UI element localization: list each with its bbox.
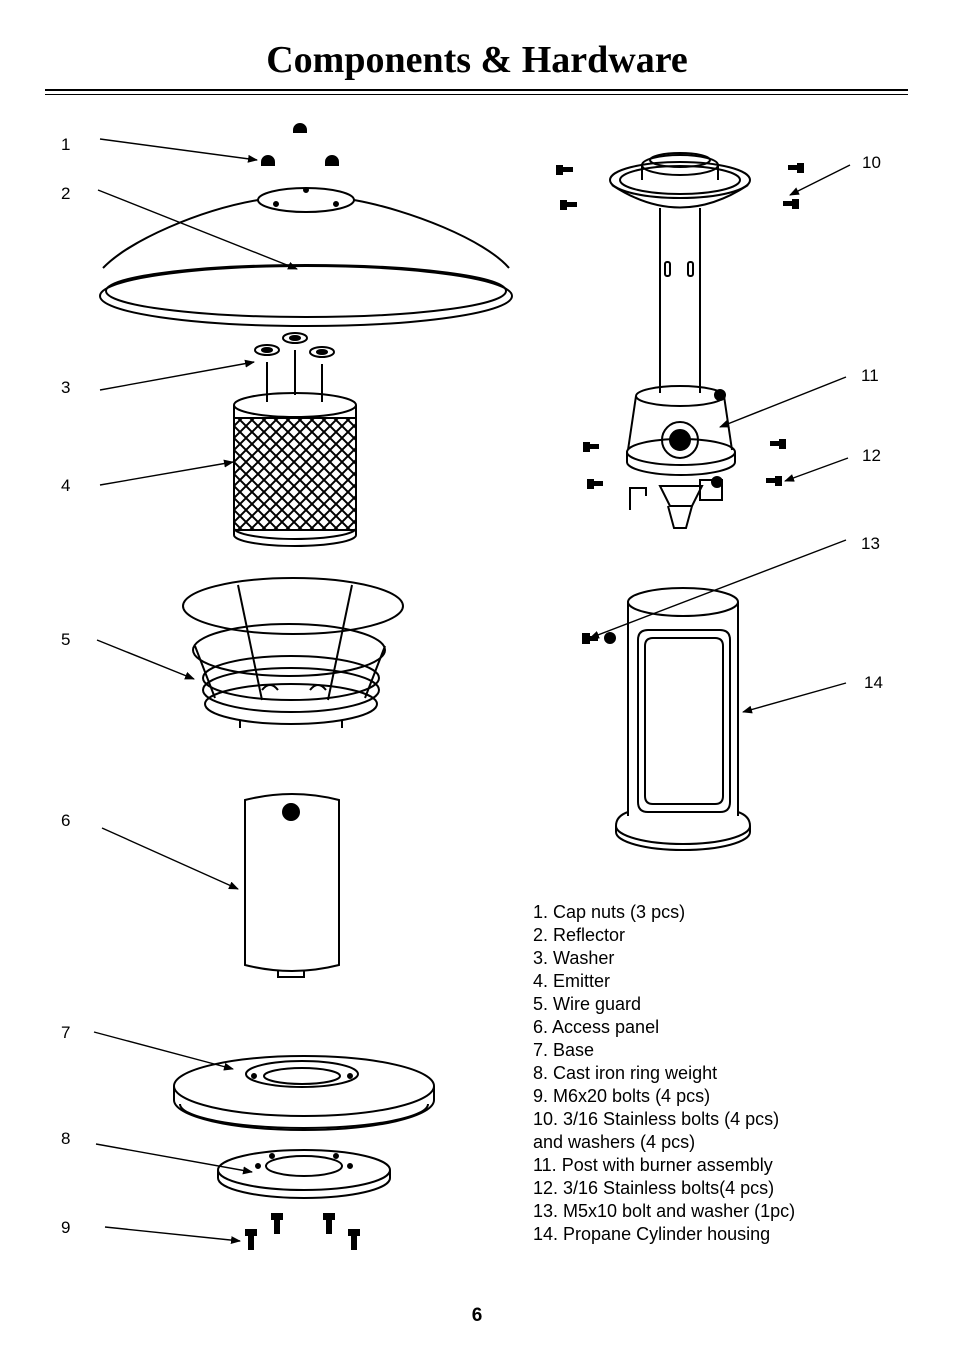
page-number: 6 — [471, 1305, 483, 1326]
legend-item: and washers (4 pcs) — [533, 1132, 696, 1152]
callout-1: 1 — [61, 135, 71, 154]
arrow-6 — [101, 827, 239, 890]
callout-9: 9 — [61, 1218, 71, 1237]
arrow-8 — [95, 1143, 253, 1175]
propane-cylinder-housing-drawing — [614, 587, 752, 851]
arrow-12 — [784, 457, 849, 482]
callout-2: 2 — [61, 184, 71, 203]
legend-item: 12. 3/16 Stainless bolts(4 pcs) — [533, 1178, 775, 1198]
arrow-10 — [789, 164, 851, 196]
washers-drawing — [254, 332, 335, 358]
legend-item: 8. Cast iron ring weight — [533, 1063, 718, 1083]
callout-3: 3 — [61, 378, 71, 397]
callout-7: 7 — [61, 1023, 71, 1042]
legend-item: 11. Post with burner assembly — [533, 1155, 773, 1175]
access-panel-drawing — [244, 793, 340, 978]
legend-item: 2. Reflector — [533, 925, 626, 945]
legend-item: 7. Base — [533, 1040, 595, 1060]
callout-4: 4 — [61, 476, 71, 495]
arrow-11 — [719, 376, 847, 428]
title-rule-thick — [45, 89, 908, 91]
callout-14: 14 — [864, 673, 883, 692]
legend-item: 3. Washer — [533, 948, 615, 968]
legend-item: 4. Emitter — [533, 971, 611, 991]
stainless-bolts-washers-drawing — [556, 163, 804, 210]
arrow-3 — [99, 359, 255, 391]
callout-6: 6 — [61, 811, 71, 830]
m6x20-bolts-drawing — [245, 1213, 360, 1250]
legend-item: 5. Wire guard — [533, 994, 642, 1014]
post-burner-assembly-drawing — [609, 152, 751, 529]
legend-item: 10. 3/16 Stainless bolts (4 pcs) — [533, 1109, 780, 1129]
emitter-drawing — [233, 350, 357, 547]
legend-item: 1. Cap nuts (3 pcs) — [533, 902, 686, 922]
title-rule-thin — [45, 94, 908, 95]
reflector-drawing — [99, 187, 513, 327]
arrow-1 — [99, 138, 258, 163]
parts-legend: 1. Cap nuts (3 pcs) 2. Reflector 3. Wash… — [533, 901, 853, 1246]
legend-item: 13. M5x10 bolt and washer (1pc) — [533, 1201, 796, 1221]
callout-10: 10 — [862, 153, 881, 172]
arrow-2 — [97, 189, 298, 270]
callout-12: 12 — [862, 446, 881, 465]
stainless-bolts-drawing — [583, 439, 786, 489]
arrow-5 — [96, 639, 195, 680]
ring-weight-drawing — [217, 1149, 391, 1199]
arrow-7 — [93, 1031, 234, 1071]
arrow-14 — [742, 682, 847, 714]
cap-nuts-drawing — [261, 123, 339, 166]
legend-item: 14. Propane Cylinder housing — [533, 1224, 771, 1244]
arrow-9 — [104, 1226, 241, 1245]
legend-item: 9. M6x20 bolts (4 pcs) — [533, 1086, 711, 1106]
callout-5: 5 — [61, 630, 71, 649]
legend-item: 6. Access panel — [533, 1017, 660, 1037]
leader-arrows — [93, 138, 851, 1245]
callout-13: 13 — [861, 534, 880, 553]
base-drawing — [173, 1055, 435, 1131]
arrow-4 — [99, 459, 234, 486]
page-title: Components & Hardware — [266, 39, 688, 81]
wire-guard-drawing — [182, 577, 404, 728]
callout-11: 11 — [861, 366, 879, 385]
callout-8: 8 — [61, 1129, 71, 1148]
arrow-13 — [589, 539, 847, 639]
